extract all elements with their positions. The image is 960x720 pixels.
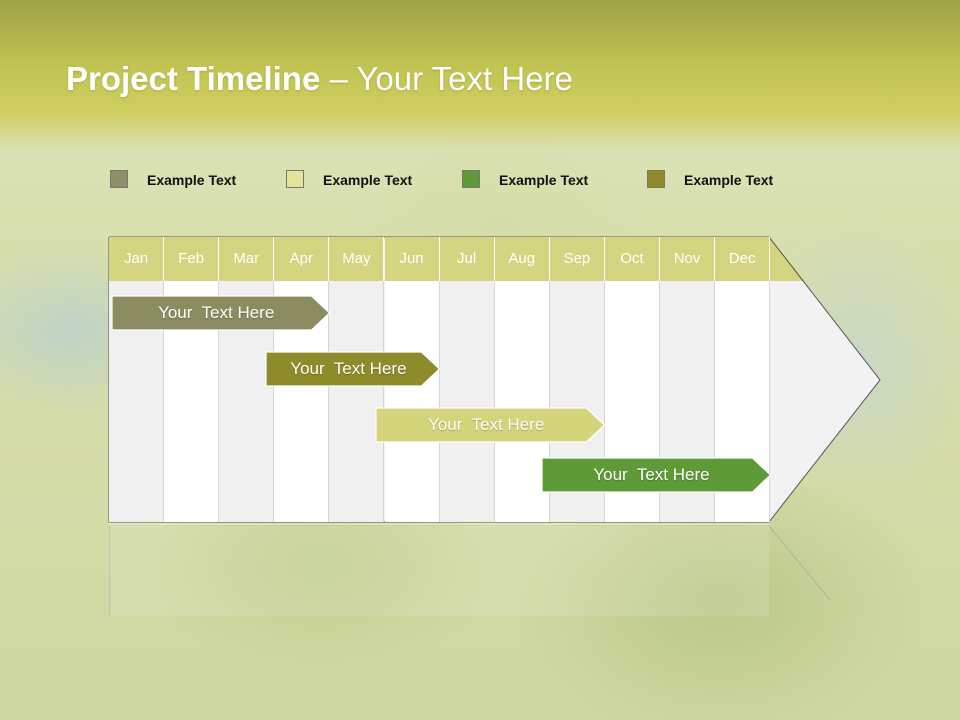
task-bar-3: Your Text Here <box>375 407 606 444</box>
slide-title: Project Timeline – Your Text Here <box>66 60 573 104</box>
month-header-jun: Jun <box>384 237 440 281</box>
task-arrow-shape-3 <box>375 407 606 443</box>
task-arrow-1 <box>111 295 331 331</box>
task-bar-1: Your Text Here <box>111 295 331 332</box>
legend-label-2: Example Text <box>323 172 413 188</box>
month-header-jul: Jul <box>439 237 495 281</box>
title-separator: – <box>320 60 357 97</box>
task-label-1: Your Text Here <box>158 303 275 322</box>
legend-swatch-4 <box>647 170 665 188</box>
legend-swatch-1 <box>110 170 128 188</box>
legend-label-3: Example Text <box>499 172 589 188</box>
task-arrow-shape-1 <box>111 295 331 331</box>
task-bar-2: Your Text Here <box>265 351 441 388</box>
month-column-aug <box>494 281 550 522</box>
task-arrow-shape-2 <box>265 351 441 387</box>
title-main: Project Timeline <box>66 60 321 97</box>
task-arrow-2 <box>265 351 441 387</box>
task-label-4: Your Text Here <box>593 465 710 484</box>
timeline-reflection <box>109 523 831 616</box>
month-header-jan: Jan <box>109 237 165 281</box>
month-column-jul <box>439 281 495 522</box>
month-header-dec: Dec <box>715 237 771 281</box>
task-arrow-shape-4 <box>541 457 772 493</box>
month-header-aug: Aug <box>494 237 550 281</box>
month-header-oct: Oct <box>604 237 660 281</box>
legend-label-1: Example Text <box>147 172 237 188</box>
month-header-feb: Feb <box>164 237 220 281</box>
legend-label-4: Example Text <box>684 172 774 188</box>
month-header-may: May <box>329 237 385 281</box>
title-banner <box>0 0 960 150</box>
month-header-sep: Sep <box>549 237 605 281</box>
month-header-nov: Nov <box>660 237 716 281</box>
legend-swatch-3 <box>462 170 480 188</box>
task-label-2: Your Text Here <box>290 359 407 378</box>
task-arrow-3 <box>375 407 606 443</box>
month-column-may <box>329 281 385 522</box>
task-arrow-4 <box>541 457 772 493</box>
task-label-3: Your Text Here <box>428 415 545 434</box>
month-column-jun <box>384 281 440 522</box>
month-header-mar: Mar <box>219 237 275 281</box>
month-header-apr: Apr <box>274 237 330 281</box>
task-bar-4: Your Text Here <box>541 457 772 494</box>
legend-swatch-2 <box>286 170 304 188</box>
title-subtitle: Your Text Here <box>356 60 573 97</box>
